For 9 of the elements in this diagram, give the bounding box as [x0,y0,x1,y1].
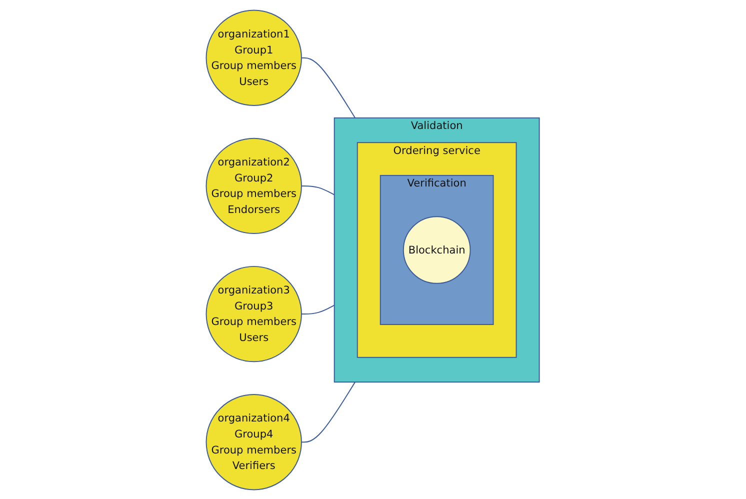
node-circle: organization2 Group2 Group members Endorsers [206,137,302,234]
node-circle: organization4 Group4 Group members Verifiers [206,394,302,490]
node-circle: organization1 Group1 Group members Users [206,9,302,106]
connector [301,184,336,195]
node-circle: organization3 Group3 Group members Users [206,265,302,362]
connector [301,304,336,314]
connector [301,56,356,118]
connector [301,381,356,442]
node-circle: Blockchain [403,216,471,284]
